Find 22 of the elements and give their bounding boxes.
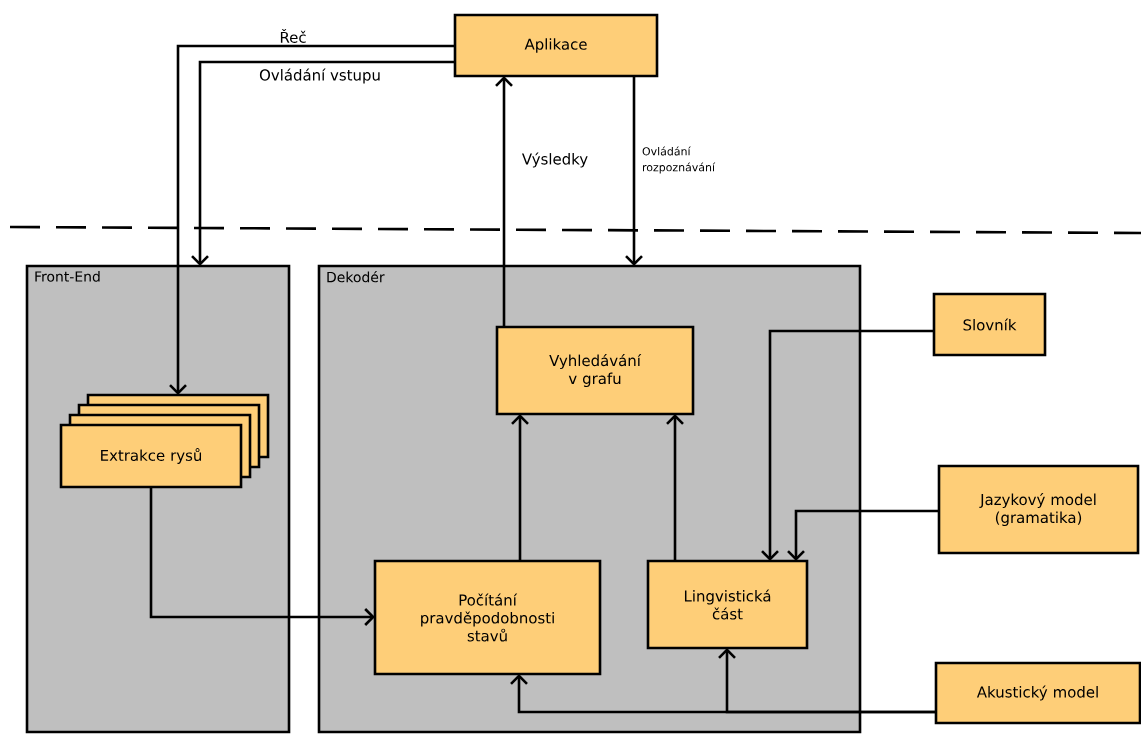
arrow (718, 648, 936, 714)
process-box: Počítání pravděpodobnosti stavů (373, 559, 602, 676)
edge-label: Řeč (278, 28, 308, 44)
process-box: Akustický model (934, 661, 1141, 725)
arrow (495, 76, 513, 327)
process-box: Jazykový model (gramatika) (937, 464, 1140, 555)
arrow (149, 487, 375, 626)
arrow (511, 414, 529, 561)
arrow (169, 44, 455, 395)
edge-label: Výsledky (520, 151, 590, 169)
arrow (787, 509, 939, 561)
stacked-process-box: Extrakce rysů (59, 393, 270, 489)
arrow (761, 329, 934, 561)
process-box: Lingvistická část (646, 559, 809, 650)
arrow (666, 414, 684, 561)
process-box: Slovník (932, 292, 1047, 357)
arrow (191, 60, 455, 266)
edge-label: Ovládání rozpoznávání (642, 146, 716, 174)
process-box: Aplikace (453, 13, 659, 78)
process-box: Vyhledávání v grafu (495, 325, 695, 416)
edge-label: Ovládání vstupu (258, 67, 382, 85)
arrow (625, 76, 643, 266)
